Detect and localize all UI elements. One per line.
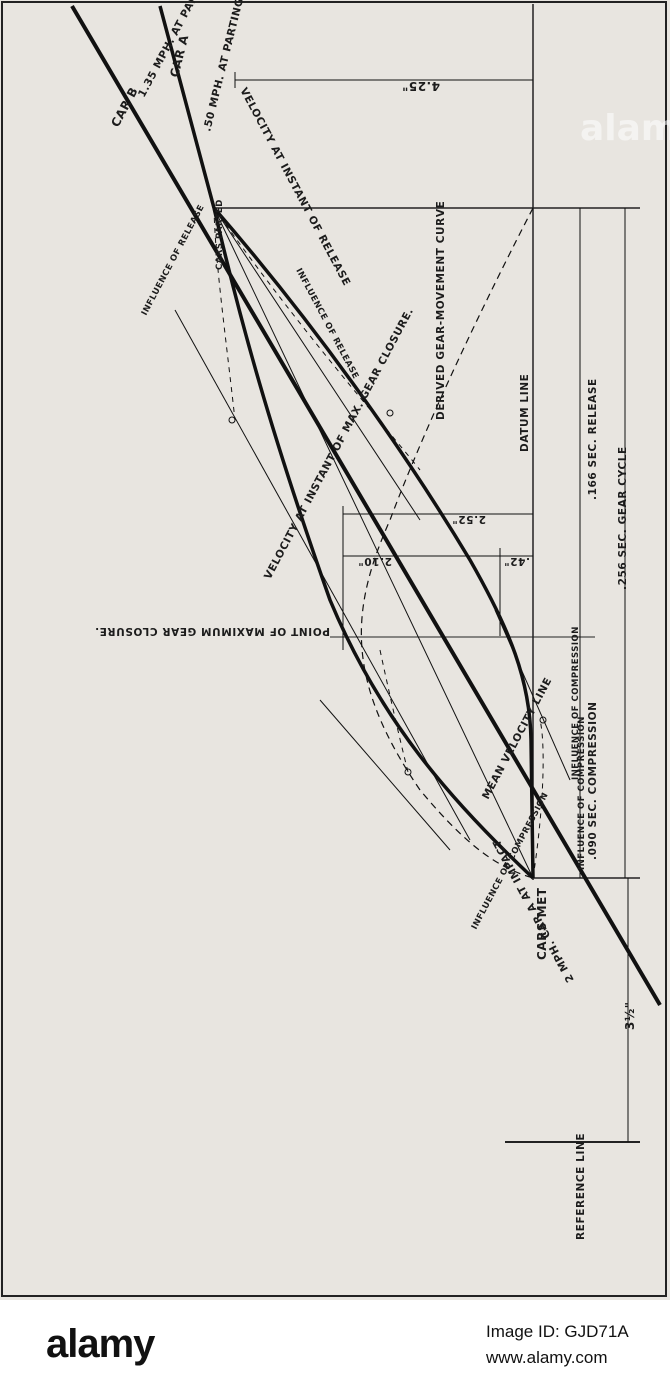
- mean-velocity-line: [213, 207, 534, 879]
- mean-velocity-line-label: MEAN VELOCITY LINE: [480, 676, 555, 802]
- influence-release-label: INFLUENCE OF RELEASE: [140, 203, 207, 317]
- alamy-logo: alamy: [46, 1322, 155, 1366]
- influence-dashed-curve-4: [379, 649, 409, 773]
- tangent-point-2: [228, 416, 236, 424]
- alamy-watermark: alamy: [580, 108, 670, 149]
- car-b-line: [70, 4, 662, 1007]
- reference-line-label: REFERENCE LINE: [575, 1133, 587, 1240]
- cars-met-label: CARS MET: [535, 887, 549, 960]
- velocity-release-line: [213, 207, 421, 521]
- derived-gear-movement-curve: [360, 207, 534, 879]
- tangent-point-3: [404, 768, 412, 776]
- cars-parted-label: CARS PARTED: [215, 199, 225, 270]
- influence-dashed-curve-2: [213, 207, 236, 421]
- datum-line-label: DATUM LINE: [519, 374, 531, 452]
- velocity-compression-line-2: [494, 609, 571, 781]
- influence-release-label-2: INFLUENCE OF RELEASE: [293, 267, 360, 381]
- dim-42-label: .42": [504, 555, 530, 567]
- point-max-closure-label: POINT OF MAXIMUM GEAR CLOSURE.: [95, 625, 331, 637]
- car-a-line: [158, 5, 216, 209]
- gear-movement-diagram: CAR B 1.35 MPH. AT PARTING CAR A .50 MPH…: [1, 0, 670, 1297]
- car-a-curve: [212, 207, 535, 880]
- car-b-curve: [212, 206, 535, 879]
- dim-210-label: 2.10": [358, 555, 392, 567]
- image-id-label: Image ID: GJD71A: [486, 1322, 629, 1341]
- car-b-label: CAR B: [108, 85, 141, 130]
- release-time-label: .166 SEC. RELEASE: [587, 378, 599, 500]
- car-a-speed-label: .50 MPH. AT PARTING: [201, 0, 246, 133]
- site-url: www.alamy.com: [486, 1348, 608, 1367]
- tangent-point-1: [386, 409, 394, 417]
- influence-compression-label-3: INFLUENCE OF COMPRESSION: [571, 626, 581, 780]
- dim-bottom-label: 3½": [623, 1001, 637, 1030]
- gear-cycle-time-label: .256 SEC. GEAR CYCLE: [617, 446, 629, 590]
- footer-bar: alamy Image ID: GJD71A www.alamy.com: [0, 1300, 670, 1390]
- influence-compression-label-2: INFLUENCE OF COMPRESSION: [577, 716, 587, 870]
- derived-curve-label: DERIVED GEAR-MOVEMENT CURVE: [435, 201, 447, 420]
- tangent-point-4: [539, 716, 547, 724]
- compression-time-label: .090 SEC. COMPRESSION: [587, 701, 599, 860]
- dim-252-label: 2.52": [452, 513, 486, 525]
- influence-dashed-curve-3: [532, 719, 544, 879]
- dim-top-label: 4.25": [402, 79, 440, 93]
- diagram-border: [1, 1, 667, 1297]
- velocity-closure-line: [174, 309, 471, 841]
- diagram-scan: [0, 0, 670, 1300]
- velocity-compression-line: [319, 699, 451, 851]
